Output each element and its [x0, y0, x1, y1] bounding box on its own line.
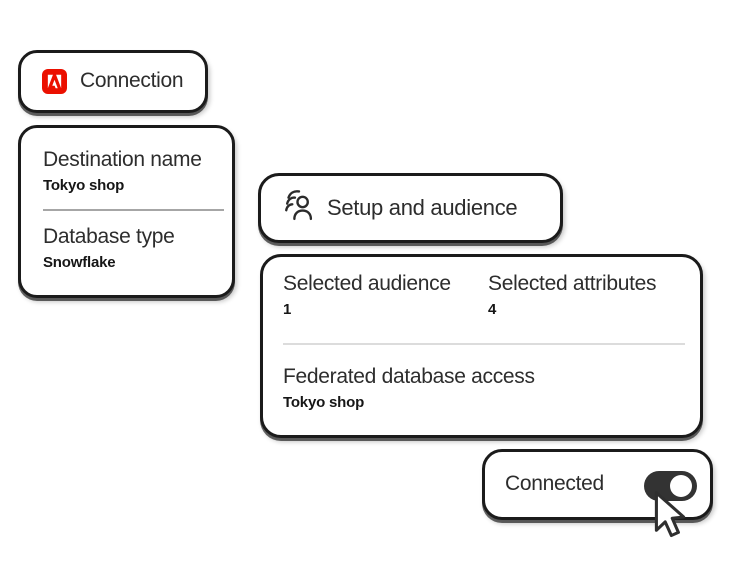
- database-type-field: Database type Snowflake: [43, 225, 222, 272]
- field-divider: [43, 209, 224, 212]
- selected-audience-label: Selected audience: [283, 272, 451, 295]
- selected-attributes-value: 4: [488, 301, 497, 319]
- audience-icon: [283, 189, 314, 227]
- destination-name-field: Destination name Tokyo shop: [43, 148, 222, 195]
- selected-attributes-stat: Selected attributes 4: [488, 272, 657, 319]
- federated-access-field: Federated database access Tokyo shop: [283, 365, 685, 412]
- database-type-value: Snowflake: [43, 254, 116, 272]
- destination-name-value: Tokyo shop: [43, 177, 125, 195]
- selected-audience-value: 1: [283, 301, 292, 319]
- selected-audience-stat: Selected audience 1: [283, 272, 488, 319]
- federated-access-label: Federated database access: [283, 365, 535, 389]
- selected-attributes-label: Selected attributes: [488, 272, 657, 295]
- setup-audience-label: Setup and audience: [327, 195, 518, 221]
- connection-label: Connection: [80, 69, 184, 93]
- summary-card: Selected audience 1 Selected attributes …: [260, 254, 703, 438]
- adobe-logo-icon: [42, 69, 67, 94]
- federated-access-value: Tokyo shop: [283, 394, 365, 412]
- connected-label: Connected: [505, 472, 604, 496]
- connected-card: Connected: [482, 449, 713, 520]
- database-type-label: Database type: [43, 225, 175, 249]
- destination-card: Destination name Tokyo shop Database typ…: [18, 125, 235, 298]
- connection-card: Connection: [18, 50, 208, 113]
- setup-audience-card: Setup and audience: [258, 173, 563, 243]
- connected-toggle-switch[interactable]: [644, 471, 697, 501]
- summary-divider: [283, 343, 685, 346]
- destination-name-label: Destination name: [43, 148, 202, 171]
- stats-row: Selected audience 1 Selected attributes …: [283, 272, 685, 319]
- toggle-knob[interactable]: [670, 475, 692, 497]
